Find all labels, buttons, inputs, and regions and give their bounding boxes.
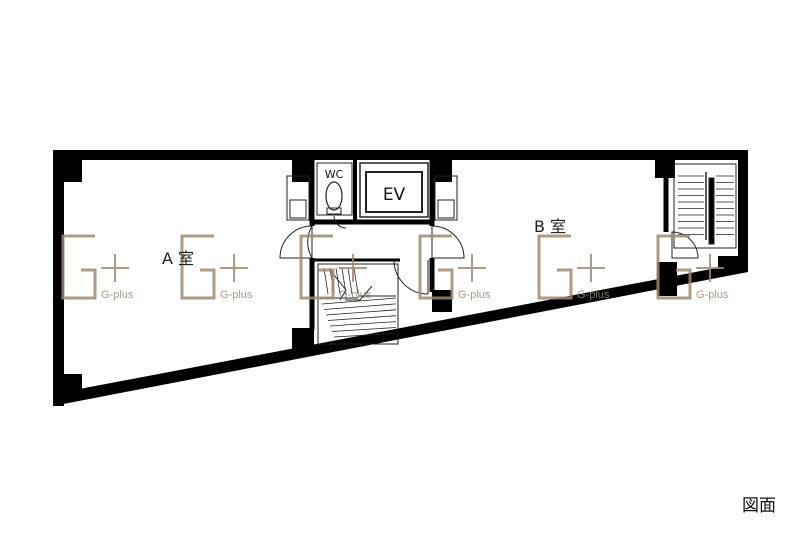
watermark: G-plus [180,234,253,301]
toilet-icon [325,181,343,211]
column [718,256,738,272]
elevator: EV [359,162,429,218]
watermark: G-plus [537,234,610,301]
watermark-text: G-plus [101,289,134,301]
watermark-text: G-plus [577,289,610,301]
ev-label: EV [383,185,406,205]
wc-room: WC [316,162,353,216]
watermark: G-plus [656,234,729,301]
plan-caption: 図面 [742,496,776,516]
watermark-text: G-plus [220,289,253,301]
column [64,160,82,182]
left-wall [53,150,64,406]
column [292,328,314,352]
wc-label: WC [325,168,344,181]
room-b-label: B 室 [534,217,566,236]
watermark: G-plus [61,234,134,301]
watermark: G-plus [418,234,491,301]
right-stair [673,163,737,249]
watermark-text: G-plus [458,289,491,301]
column [64,374,82,396]
watermark-text: G-plus [339,289,372,301]
stair-treads [321,267,397,338]
room-a-label: A 室 [162,249,194,268]
watermark: G-plus [299,234,372,301]
stair-core [317,263,399,345]
meter-boxes [286,175,458,221]
top-wall [53,150,748,160]
column [432,290,452,312]
watermarks: G-plus G-plus G-plus G-plus G-plus G-plus [61,234,729,301]
bottom-wall [53,262,748,406]
watermark-text: G-plus [696,289,729,301]
column [657,262,677,296]
interior-walls [309,160,741,330]
doors [279,215,699,295]
